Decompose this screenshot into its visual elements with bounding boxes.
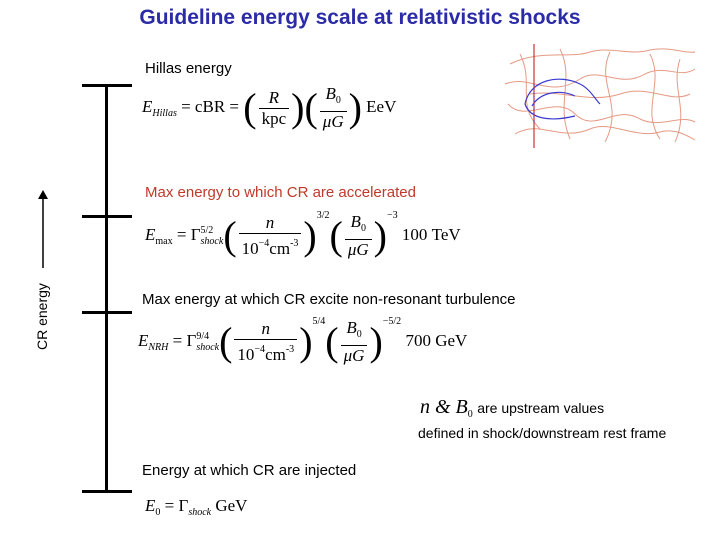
ladder-tick-nrh — [82, 311, 132, 314]
ladder-tick-injection — [82, 490, 132, 493]
up-arrow-icon — [38, 190, 48, 268]
level-label-hillas: Hillas energy — [145, 60, 232, 77]
level-label-nrh: Max energy at which CR excite non-resona… — [142, 291, 516, 308]
page-title: Guideline energy scale at relativistic s… — [139, 6, 581, 29]
ladder-tick-hillas — [82, 84, 132, 87]
energy-ladder-line — [105, 84, 108, 492]
rest-frame-note: defined in shock/downstream rest frame — [418, 425, 667, 441]
axis-label: CR energy — [34, 283, 50, 350]
equation-injection: E0 = Γshock GeV — [145, 496, 248, 518]
field-line-sketch — [504, 44, 696, 148]
level-label-injection: Energy at which CR are injected — [142, 462, 357, 479]
level-label-max: Max energy to which CR are accelerated — [145, 184, 416, 201]
upstream-note: n & B0 are upstream values — [420, 396, 605, 420]
ladder-tick-max — [82, 215, 132, 218]
